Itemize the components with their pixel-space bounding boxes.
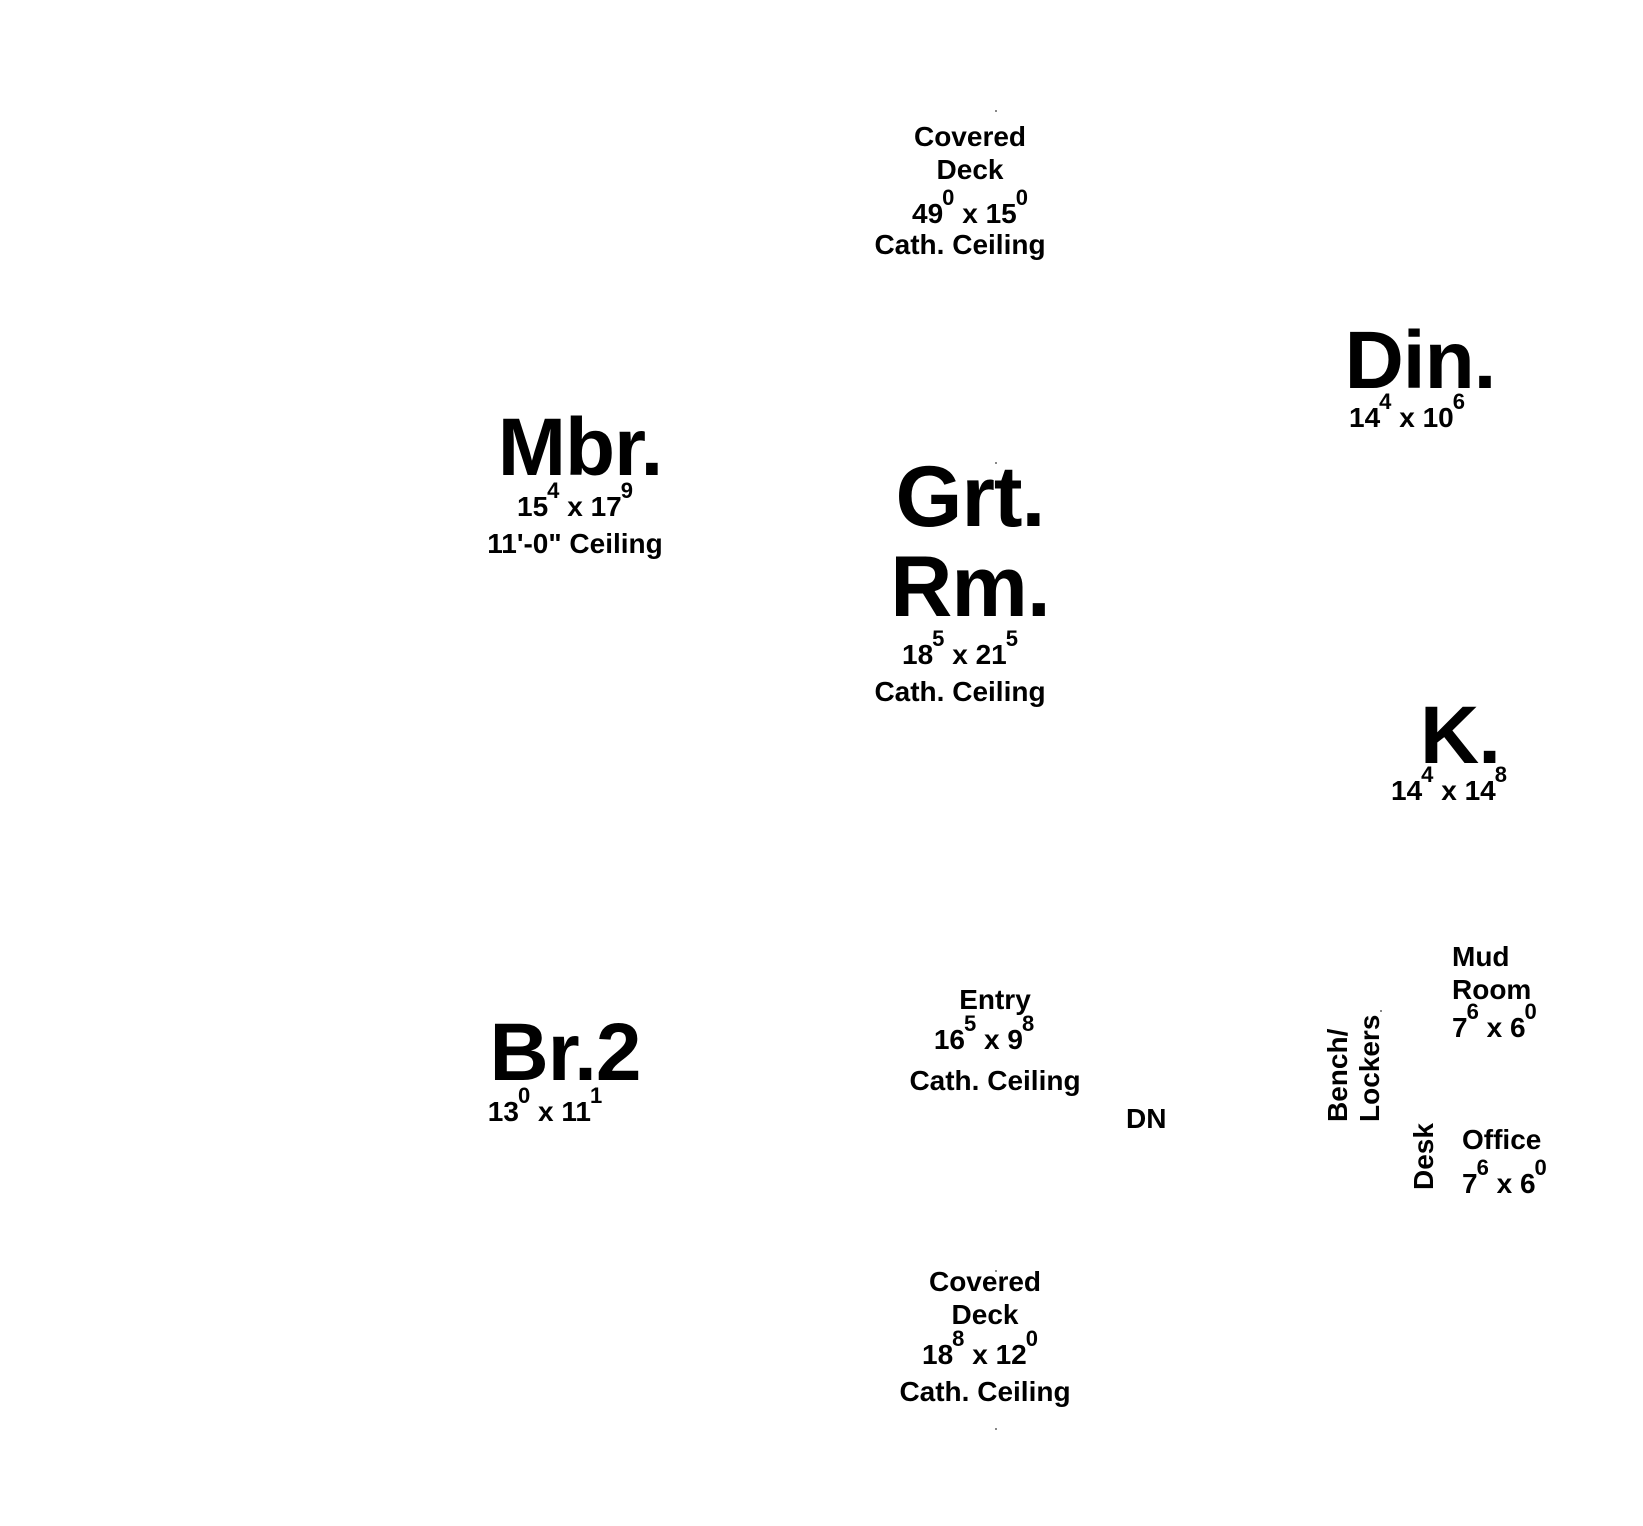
room-name: Deck — [936, 154, 1004, 185]
room-master-bedroom: Mbr. 154 x 179 11'-0" Ceiling — [455, 402, 705, 560]
ceiling-note: Cath. Ceiling — [909, 1065, 1081, 1096]
room-dimensions: 185 x 215 — [902, 625, 1018, 670]
room-name: Br.2 — [489, 1007, 642, 1098]
room-name: Deck — [951, 1299, 1019, 1330]
room-dimensions: 490 x 150 — [912, 185, 1028, 229]
room-dining: Din. 144 x 106 — [1320, 315, 1520, 434]
room-name: Din. — [1344, 315, 1497, 406]
room-name: Rm. — [890, 539, 1050, 636]
room-name: Grt. — [895, 449, 1046, 545]
stair-down-label: DN — [1126, 1103, 1167, 1134]
room-covered-deck-top: Covered Deck 490 x 150 Cath. Ceiling — [870, 120, 1070, 261]
room-dimensions: 154 x 179 — [517, 478, 633, 523]
room-name: Covered — [928, 1266, 1042, 1297]
tick-mark — [995, 110, 997, 112]
bench-lockers-label: Bench/ Lockers — [1322, 1014, 1385, 1122]
ceiling-note: 11'-0" Ceiling — [487, 528, 663, 560]
ceiling-note: Cath. Ceiling — [874, 229, 1046, 260]
room-covered-deck-bottom: Covered Deck 188 x 120 Cath. Ceiling — [885, 1265, 1085, 1408]
room-name: Entry — [959, 984, 1031, 1015]
room-dimensions: 130 x 111 — [487, 1083, 603, 1128]
tick-mark — [995, 1270, 997, 1272]
room-dimensions: 144 x 148 — [1391, 762, 1507, 807]
room-office: Office 76 x 60 — [1462, 1123, 1592, 1200]
room-dimensions: 144 x 106 — [1349, 389, 1465, 434]
room-name: Office — [1462, 1124, 1542, 1155]
room-dimensions: 76 x 60 — [1462, 1155, 1547, 1199]
room-dimensions: 188 x 120 — [922, 1326, 1038, 1370]
ceiling-note: Cath. Ceiling — [874, 675, 1046, 707]
room-bedroom-2: Br.2 130 x 111 — [440, 1007, 690, 1128]
room-name: Covered — [913, 121, 1027, 152]
tick-mark — [1380, 1010, 1382, 1012]
room-great-room: Grt. Rm. 185 x 215 Cath. Ceiling — [870, 452, 1070, 707]
tick-mark — [995, 1428, 997, 1430]
room-dimensions: 76 x 60 — [1452, 999, 1537, 1043]
room-name: Mbr. — [497, 402, 664, 493]
room-name: Mud — [1452, 941, 1510, 972]
tick-mark — [995, 462, 997, 464]
ceiling-note: Cath. Ceiling — [899, 1376, 1071, 1407]
room-kitchen: K. 144 x 148 — [1370, 690, 1550, 807]
room-name: K. — [1420, 690, 1501, 781]
desk-label: Desk — [1408, 1123, 1439, 1190]
room-entry: Entry 165 x 98 Cath. Ceiling — [895, 983, 1095, 1097]
room-name: Room — [1452, 974, 1532, 1005]
room-dimensions: 165 x 98 — [933, 1011, 1035, 1055]
room-mud-room: Mud Room 76 x 60 — [1452, 940, 1582, 1044]
